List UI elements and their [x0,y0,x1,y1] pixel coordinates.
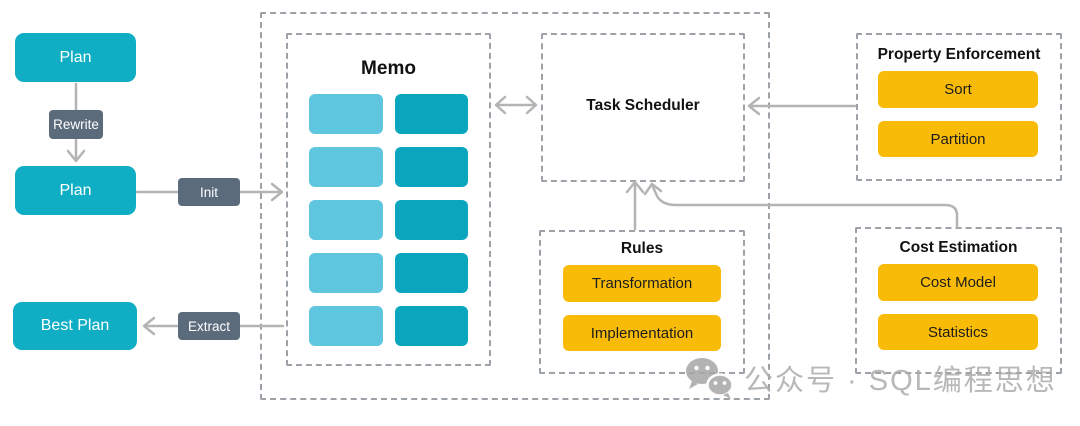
task-scheduler-title: Task Scheduler [586,97,700,114]
implementation-button: Implementation [563,315,721,351]
partition-button: Partition [878,121,1038,157]
memo-cell [309,306,383,346]
rules-title: Rules [620,240,664,257]
watermark-text: 公众号 · SQL编程思想 [744,365,1057,397]
statistics-label: Statistics [927,323,988,341]
cost-estimation-box: Cost Estimation Cost Model Statistics [855,227,1062,374]
cost-model-button: Cost Model [878,264,1038,301]
transformation-button: Transformation [563,265,721,302]
rules-box: Rules Transformation Implementation [539,230,745,374]
sort-label: Sort [944,81,972,98]
memo-cell [395,200,468,240]
watermark: 公众号 · SQL编程思想 [682,355,1057,401]
memo-cell [309,200,383,240]
init-badge-label: Init [199,184,218,200]
memo-cell [395,253,468,293]
wechat-icon [686,358,734,399]
rewrite-badge: Rewrite [49,110,103,139]
cost-estimation-title: Cost Estimation [899,239,1018,256]
sort-button: Sort [878,71,1038,108]
memo-title: Memo [361,58,416,79]
transformation-label: Transformation [591,275,693,292]
best-plan-node: Best Plan [13,302,137,350]
plan-top-label: Plan [59,48,92,66]
memo-box: Memo [286,33,491,366]
rewrite-badge-label: Rewrite [53,117,99,132]
memo-cell [309,253,383,293]
property-enforcement-title: Property Enforcement [877,46,1041,63]
memo-cell [395,306,468,346]
memo-cell [309,147,383,187]
extract-badge: Extract [178,312,240,340]
implementation-label: Implementation [590,324,694,342]
statistics-button: Statistics [878,314,1038,350]
plan-mid-node: Plan [15,166,136,215]
plan-mid-label: Plan [59,181,92,199]
partition-label: Partition [930,130,986,148]
plan-top-node: Plan [15,33,136,82]
property-enforcement-box: Property Enforcement Sort Partition [856,33,1062,181]
memo-cell [395,94,468,134]
memo-cell [395,147,468,187]
extract-badge-label: Extract [187,318,230,334]
cost-model-label: Cost Model [920,274,996,291]
init-badge: Init [178,178,240,206]
task-scheduler-box: Task Scheduler [541,33,745,182]
best-plan-label: Best Plan [40,317,110,334]
memo-cell-grid [309,94,468,346]
memo-cell [309,94,383,134]
